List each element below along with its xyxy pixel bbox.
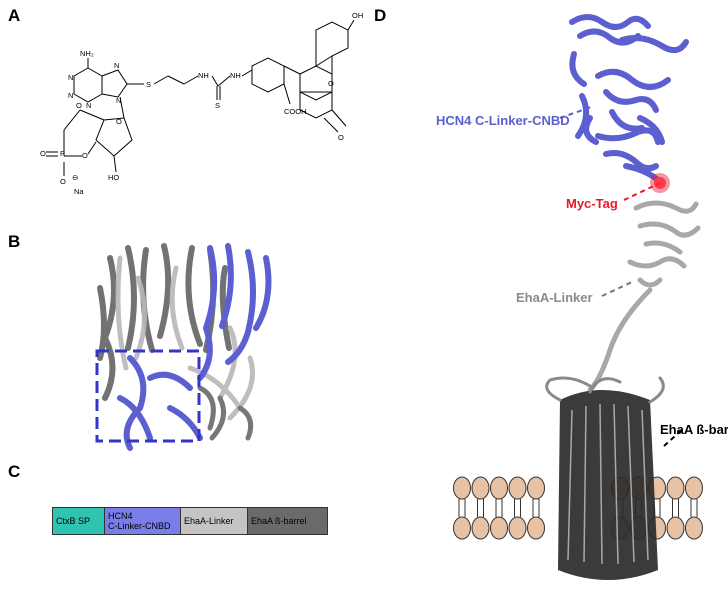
myc-leader-line [623, 183, 659, 201]
lipid-head [508, 516, 527, 540]
cnbd-leader-line [559, 105, 595, 119]
nh2-label: NH₂ [80, 49, 94, 58]
na-label: Na [74, 187, 84, 196]
panel-label-d: D [374, 6, 387, 25]
lipid-head [527, 476, 545, 500]
n-label: N [68, 91, 73, 100]
ehaa-linker-label: EhaA-Linker [516, 290, 593, 305]
lipid-head [490, 516, 508, 540]
panel-label-b: B [8, 232, 21, 251]
chemical-structure: OH NH₂ N N N N N S NH NH S O COOH O O O … [40, 11, 363, 196]
n-label: N [116, 96, 121, 105]
segment-hcn4: HCN4 C-Linker-CNBD [105, 508, 181, 534]
hcn4-cnbd-cartoon [569, 14, 689, 183]
o-label: O [116, 117, 122, 126]
o-label: O [82, 151, 88, 160]
o-label: O [60, 177, 66, 186]
o-label: O [76, 101, 82, 110]
lipid-head [471, 516, 490, 540]
lipid-head [685, 476, 703, 500]
cooh-label: COOH [284, 107, 307, 116]
segment-ehaa-barrel: EhaA ß-barrel [248, 508, 327, 534]
lipid-head [685, 516, 703, 540]
segment-ctxb-sp: CtxB SP [53, 508, 105, 534]
lipid-head [666, 476, 685, 500]
myc-tag-label: Myc-Tag [566, 196, 618, 211]
ehaa-barrel-cartoon [545, 376, 665, 580]
lipid-head [471, 476, 490, 500]
o-label: O [338, 133, 344, 142]
o-label: O [40, 149, 46, 158]
p-label: P [60, 149, 65, 158]
lipid-head [527, 516, 545, 540]
segment-ehaa-linker: EhaA-Linker [181, 508, 248, 534]
linker-leader-line [601, 281, 633, 297]
cnbd-highlight-box [95, 349, 201, 443]
s-label: S [146, 80, 151, 89]
ehaa-linker-cartoon [587, 200, 701, 393]
nh-label: NH [198, 71, 209, 80]
lipid-head [453, 516, 471, 540]
ho-label: HO [108, 173, 119, 182]
hcn4-channel-structure [95, 243, 272, 451]
lipid-head [508, 476, 527, 500]
panel-label-c: C [8, 462, 21, 481]
oh-label: OH [352, 11, 363, 20]
barrel-leader-line [663, 427, 685, 447]
construct-schematic: CtxB SP HCN4 C-Linker-CNBD EhaA-Linker E… [52, 507, 328, 535]
lipid-head [666, 516, 685, 540]
n-label: N [86, 101, 91, 110]
o-label: O [328, 79, 334, 88]
fusion-model: HCN4 C-Linker-CNBD Myc-Tag EhaA-Linker E… [436, 14, 728, 580]
nh-label: NH [230, 71, 241, 80]
lipid-head [453, 476, 471, 500]
lipid-head [490, 476, 508, 500]
hcn4-cnbd-label: HCN4 C-Linker-CNBD [436, 113, 570, 128]
ehaa-barrel-label: EhaA ß-barrel [660, 422, 728, 437]
s-label: S [215, 101, 220, 110]
n-label: N [68, 73, 73, 82]
minus-label: ⊖ [72, 173, 78, 182]
n-label: N [114, 61, 119, 70]
panel-label-a: A [8, 6, 21, 25]
